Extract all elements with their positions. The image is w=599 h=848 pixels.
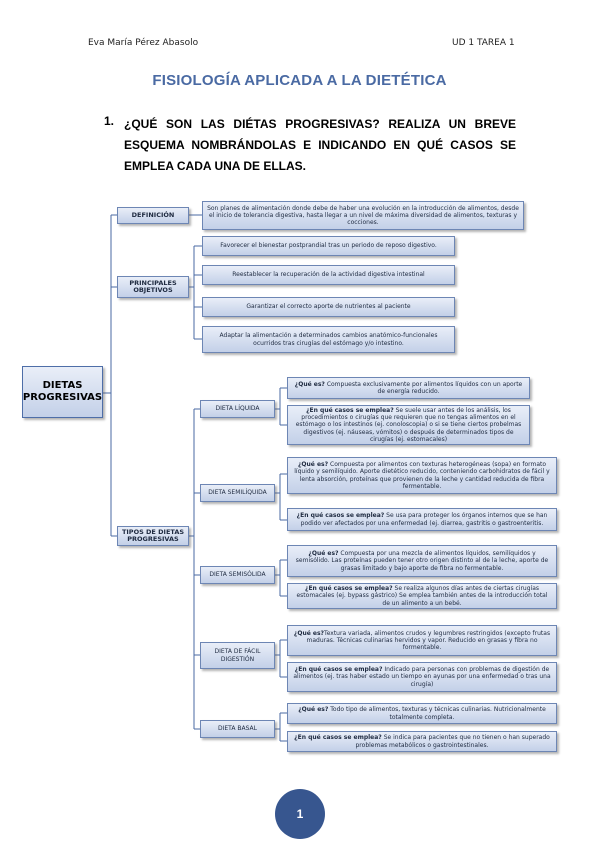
- objetivo-item-4: Adaptar la alimentación a determinados c…: [202, 326, 455, 353]
- tipos-label-box: TIPOS DE DIETAS PROGRESIVAS: [117, 526, 189, 546]
- dieta-liquida-que-es: ¿Qué es? Compuesta exclusivamente por al…: [287, 377, 530, 399]
- dieta-semiliquida-que-es: ¿Qué es? Compuesta por alimentos con tex…: [287, 457, 557, 494]
- dieta-semiliquida-box: DIETA SEMILÍQUIDA: [200, 484, 275, 502]
- dieta-liquida-box: DIETA LÍQUIDA: [200, 400, 275, 418]
- definicion-label: DEFINICIÓN: [131, 210, 175, 219]
- question-text: ¿QUÉ SON LAS DIÉTAS PROGRESIVAS? REALIZA…: [124, 117, 516, 173]
- objetivo-item-2: Reestablecer la recuperación de la activ…: [202, 265, 455, 285]
- dieta-basal-que-es: ¿Qué es? Todo tipo de alimentos, textura…: [287, 703, 557, 724]
- dieta-basal-box: DIETA BASAL: [200, 720, 275, 738]
- question-number: 1.: [104, 114, 115, 128]
- page-title: FISIOLOGÍA APLICADA A LA DIETÉTICA: [152, 72, 447, 89]
- dieta-facil-digestion-que-es: ¿Qué es?Textura variada, alimentos crudo…: [287, 625, 557, 656]
- objetivos-label: PRINCIPALES OBJETIVOS: [129, 278, 177, 294]
- dieta-liquida-casos: ¿En qué casos se emplea? Se suele usar a…: [287, 405, 530, 445]
- definicion-text: Son planes de alimentación donde debe de…: [207, 204, 519, 227]
- root-label: DIETAS PROGRESIVAS: [22, 380, 103, 403]
- dieta-facil-digestion-box: DIETA DE FÁCIL DIGESTIÓN: [200, 642, 275, 669]
- definicion-label-box: DEFINICIÓN: [117, 207, 189, 224]
- objetivo-item-1: Favorecer el bienestar postprandial tras…: [202, 236, 455, 256]
- dieta-semisolida-que-es: ¿Qué es? Compuesta por una mezcla de ali…: [287, 545, 557, 577]
- dieta-semisolida-casos: ¿En qué casos se emplea? Se realiza algu…: [287, 583, 557, 609]
- objetivo-item-3: Garantizar el correcto aporte de nutrien…: [202, 297, 455, 317]
- tipos-label: TIPOS DE DIETAS PROGRESIVAS: [121, 527, 185, 543]
- header-author: Eva María Pérez Abasolo: [88, 38, 199, 48]
- page-number: 1: [275, 789, 325, 839]
- definicion-text-box: Son planes de alimentación donde debe de…: [202, 201, 524, 230]
- objetivos-label-box: PRINCIPALES OBJETIVOS: [117, 276, 189, 298]
- dieta-basal-casos: ¿En qué casos se emplea? Se indica para …: [287, 731, 557, 752]
- dieta-facil-digestion-casos: ¿En qué casos se emplea? Indicado para p…: [287, 662, 557, 692]
- root-dietas-progresivas: DIETAS PROGRESIVAS: [22, 366, 103, 418]
- dieta-semisolida-box: DIETA SEMISÓLIDA: [200, 566, 275, 584]
- dieta-semiliquida-casos: ¿En qué casos se emplea? Se usa para pro…: [287, 508, 557, 531]
- header-course: UD 1 TAREA 1: [452, 38, 515, 48]
